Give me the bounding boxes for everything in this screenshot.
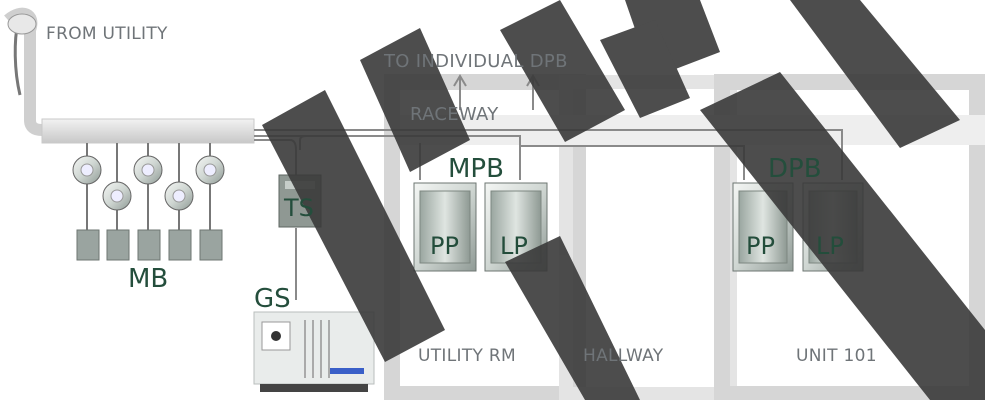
label-raceway: RACEWAY: [410, 104, 499, 125]
meter-bank: [72, 143, 225, 261]
label-to-individual-dpb: TO INDIVIDUAL DPB: [384, 51, 568, 72]
utility-service-mast: [4, 7, 43, 136]
mpb-lp-label: LP: [500, 232, 528, 260]
meter-box-5: [199, 229, 223, 261]
watermark: [262, 0, 985, 400]
dpb-pp-label: PP: [746, 232, 775, 260]
label-unit-101: UNIT 101: [796, 346, 877, 366]
meter-box-1: [76, 229, 100, 261]
generator-set: [253, 311, 375, 392]
meter-box-2: [106, 229, 130, 261]
label-mb: MB: [128, 264, 169, 294]
meter-box-4: [168, 229, 192, 261]
label-dpb: DPB: [768, 154, 822, 184]
meter-2: [102, 181, 132, 211]
dpb-lp-label: LP: [816, 232, 844, 260]
label-from-utility: FROM UTILITY: [46, 24, 168, 44]
label-gs: GS: [254, 284, 291, 314]
meter-3: [133, 155, 163, 185]
label-utility-rm: UTILITY RM: [418, 346, 516, 366]
meter-5: [195, 155, 225, 185]
meter-1: [72, 155, 102, 185]
mpb-pp-label: PP: [430, 232, 459, 260]
main-bus-duct: [41, 118, 255, 144]
meter-4: [164, 181, 194, 211]
label-hallway: HALLWAY: [583, 346, 664, 366]
label-ts: TS: [284, 194, 314, 222]
label-mpb: MPB: [448, 154, 504, 184]
mpb-pp-panel: [413, 182, 477, 272]
room-unit-101: [714, 74, 985, 400]
meter-box-3: [137, 229, 161, 261]
dpb-pp-panel: [732, 182, 794, 272]
